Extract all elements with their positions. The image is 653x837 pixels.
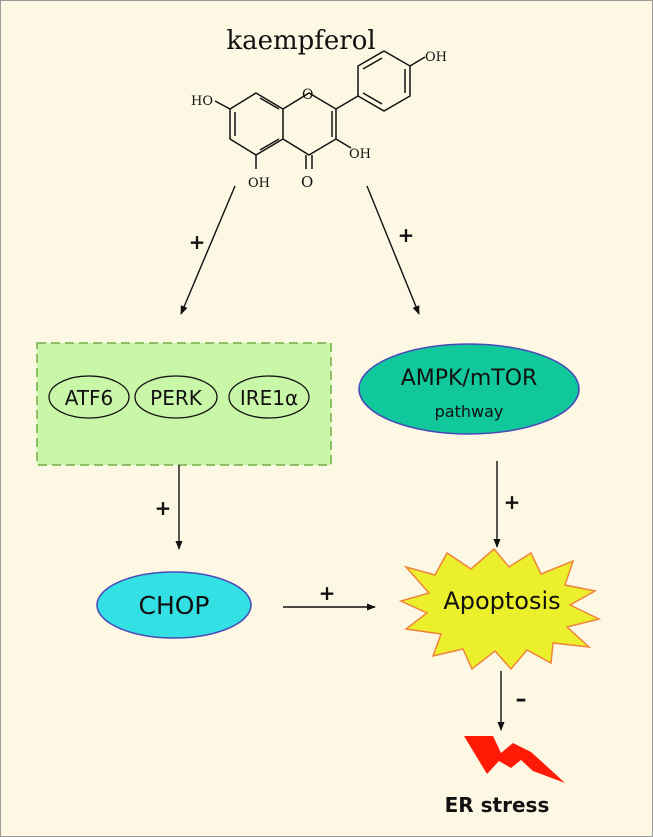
er-stress-label: ER stress [445, 793, 550, 817]
structure-labels: HO OH O OH OH O [191, 50, 447, 191]
ampk-mtor-oval [358, 343, 580, 435]
ampk-mtor-label: AMPK/mTOR [401, 366, 538, 391]
chop-label: CHOP [138, 591, 209, 620]
sign-apoptosis-to-er-stress: – [516, 687, 527, 712]
title-kaempferol: kaempferol [226, 26, 375, 56]
sign-kaempferol-to-er: + [189, 230, 206, 254]
sign-chop-to-apoptosis: + [319, 581, 336, 605]
label-5-oh: OH [248, 176, 270, 191]
sign-er-to-chop: + [155, 496, 172, 520]
label-7-oh: HO [191, 94, 213, 109]
sign-kaempferol-to-ampk: + [398, 223, 415, 247]
er-sensors-box [36, 342, 332, 466]
sensor-ire1a-label: IRE1α [240, 386, 298, 410]
label-4-carbonyl-o: O [301, 173, 313, 191]
arrow-kaempferol-to-ampk [366, 185, 420, 315]
ampk-pathway-label: pathway [435, 402, 504, 421]
chop-oval [96, 571, 252, 639]
sensor-ire1a: IRE1α [228, 375, 310, 419]
label-ring-o: O [302, 87, 313, 103]
label-3-oh: OH [349, 147, 371, 162]
label-4prime-oh: OH [425, 50, 447, 65]
sign-ampk-to-apoptosis: + [504, 490, 521, 514]
apoptosis-burst [398, 547, 602, 671]
arrow-kaempferol-to-er-sensors [180, 185, 236, 315]
sensor-atf6: ATF6 [48, 375, 130, 419]
sensor-perk-label: PERK [150, 386, 203, 410]
sensor-perk: PERK [134, 375, 218, 419]
kaempferol-structure [214, 50, 426, 169]
apoptosis-label: Apoptosis [443, 587, 560, 615]
sensor-atf6-label: ATF6 [65, 386, 114, 410]
lightning-bolt-icon [464, 736, 565, 783]
